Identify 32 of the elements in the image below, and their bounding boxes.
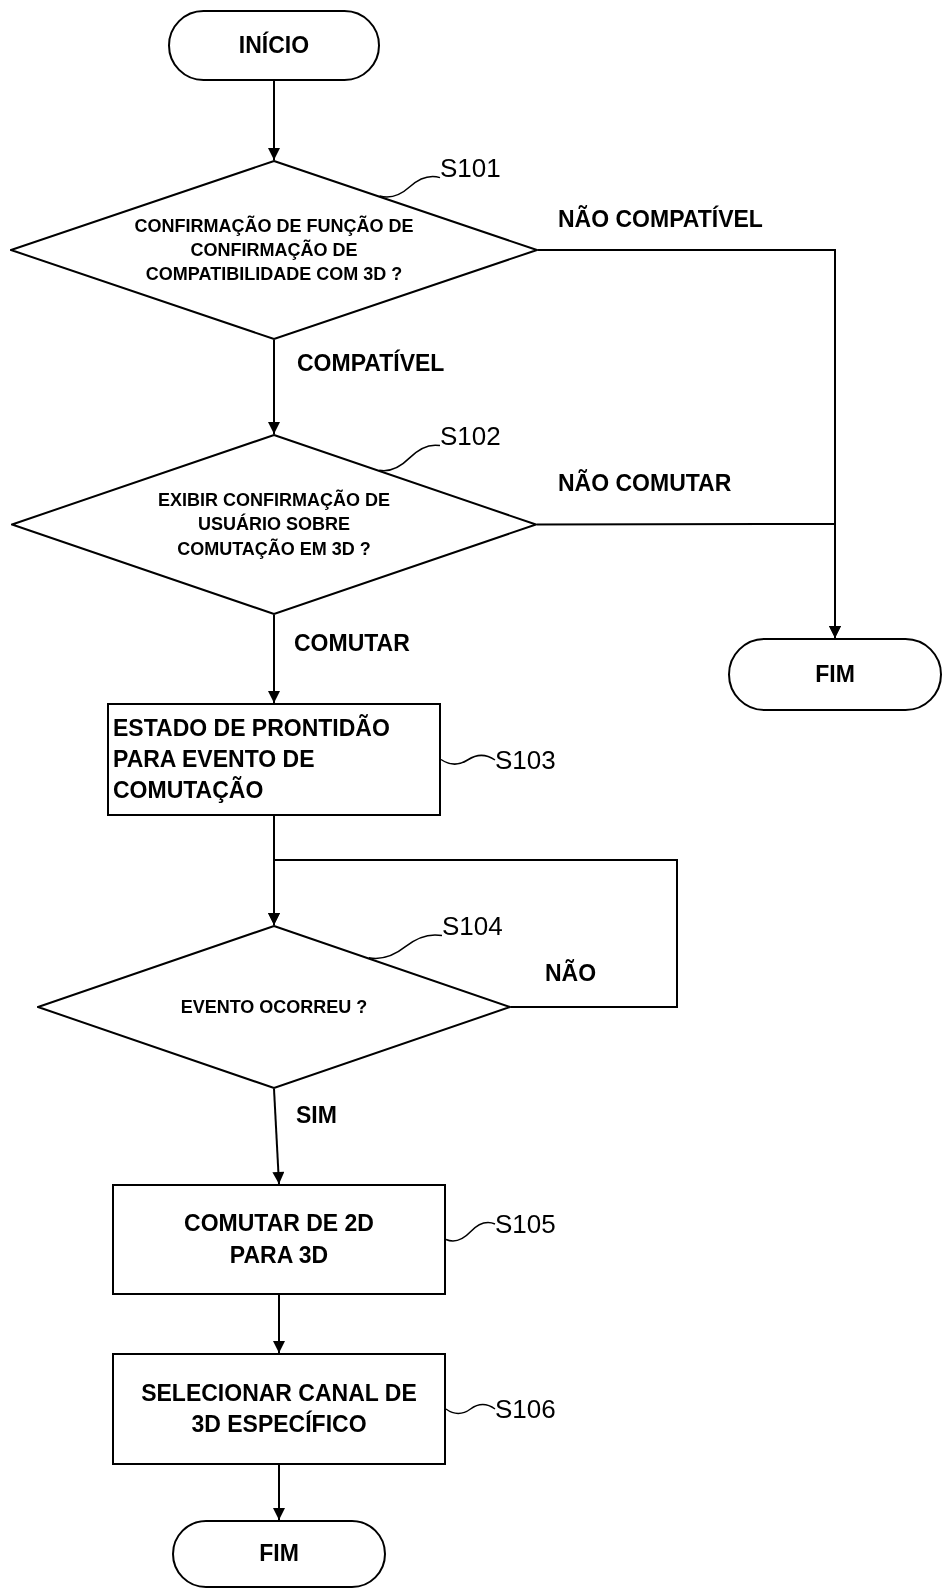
node-text: ESTADO DE PRONTIDÃO PARA EVENTO DE COMUTAÇÃO: [113, 713, 391, 805]
node-text: SELECIONAR CANAL DE 3D ESPECÍFICO: [140, 1378, 418, 1439]
process-box: [107, 703, 441, 816]
node-text: FIM: [815, 659, 855, 689]
arrow: [273, 1294, 285, 1354]
step-number: S105: [495, 1211, 556, 1237]
decision-text: CONFIRMAÇÃO DE FUNÇÃO DE CONFIRMAÇÃO DE COMPATIBILIDADE COM 3D ?: [133, 214, 415, 287]
arrow: [273, 1464, 285, 1521]
leader-line: [368, 934, 443, 960]
node-text: COMUTAR DE 2D PARA 3D: [183, 1209, 375, 1270]
node-text: FIM: [259, 1539, 299, 1569]
step-number: S106: [495, 1396, 556, 1422]
arrow: [536, 523, 841, 639]
step-number: S103: [495, 747, 556, 773]
arrow: [268, 859, 678, 1008]
leader-line: [440, 754, 496, 765]
leader-line: [445, 1221, 496, 1242]
leader-line: [378, 444, 441, 472]
decision-text: EVENTO OCORREU ?: [180, 995, 368, 1019]
step-number: S101: [440, 155, 501, 181]
arrow: [272, 1088, 285, 1185]
arrow: [268, 80, 280, 161]
step-number: S102: [440, 423, 501, 449]
leader-line: [378, 175, 441, 198]
arrow: [268, 614, 280, 704]
node-text: INÍCIO: [238, 30, 310, 60]
decision-text: EXIBIR CONFIRMAÇÃO DE USUÁRIO SOBRE COMUTAÇÃO EM 3D ?: [157, 488, 391, 561]
leader-line: [445, 1403, 496, 1415]
process-box: [112, 1184, 446, 1295]
step-number: S104: [442, 913, 503, 939]
process-box: [112, 1353, 446, 1465]
arrow: [268, 339, 280, 435]
